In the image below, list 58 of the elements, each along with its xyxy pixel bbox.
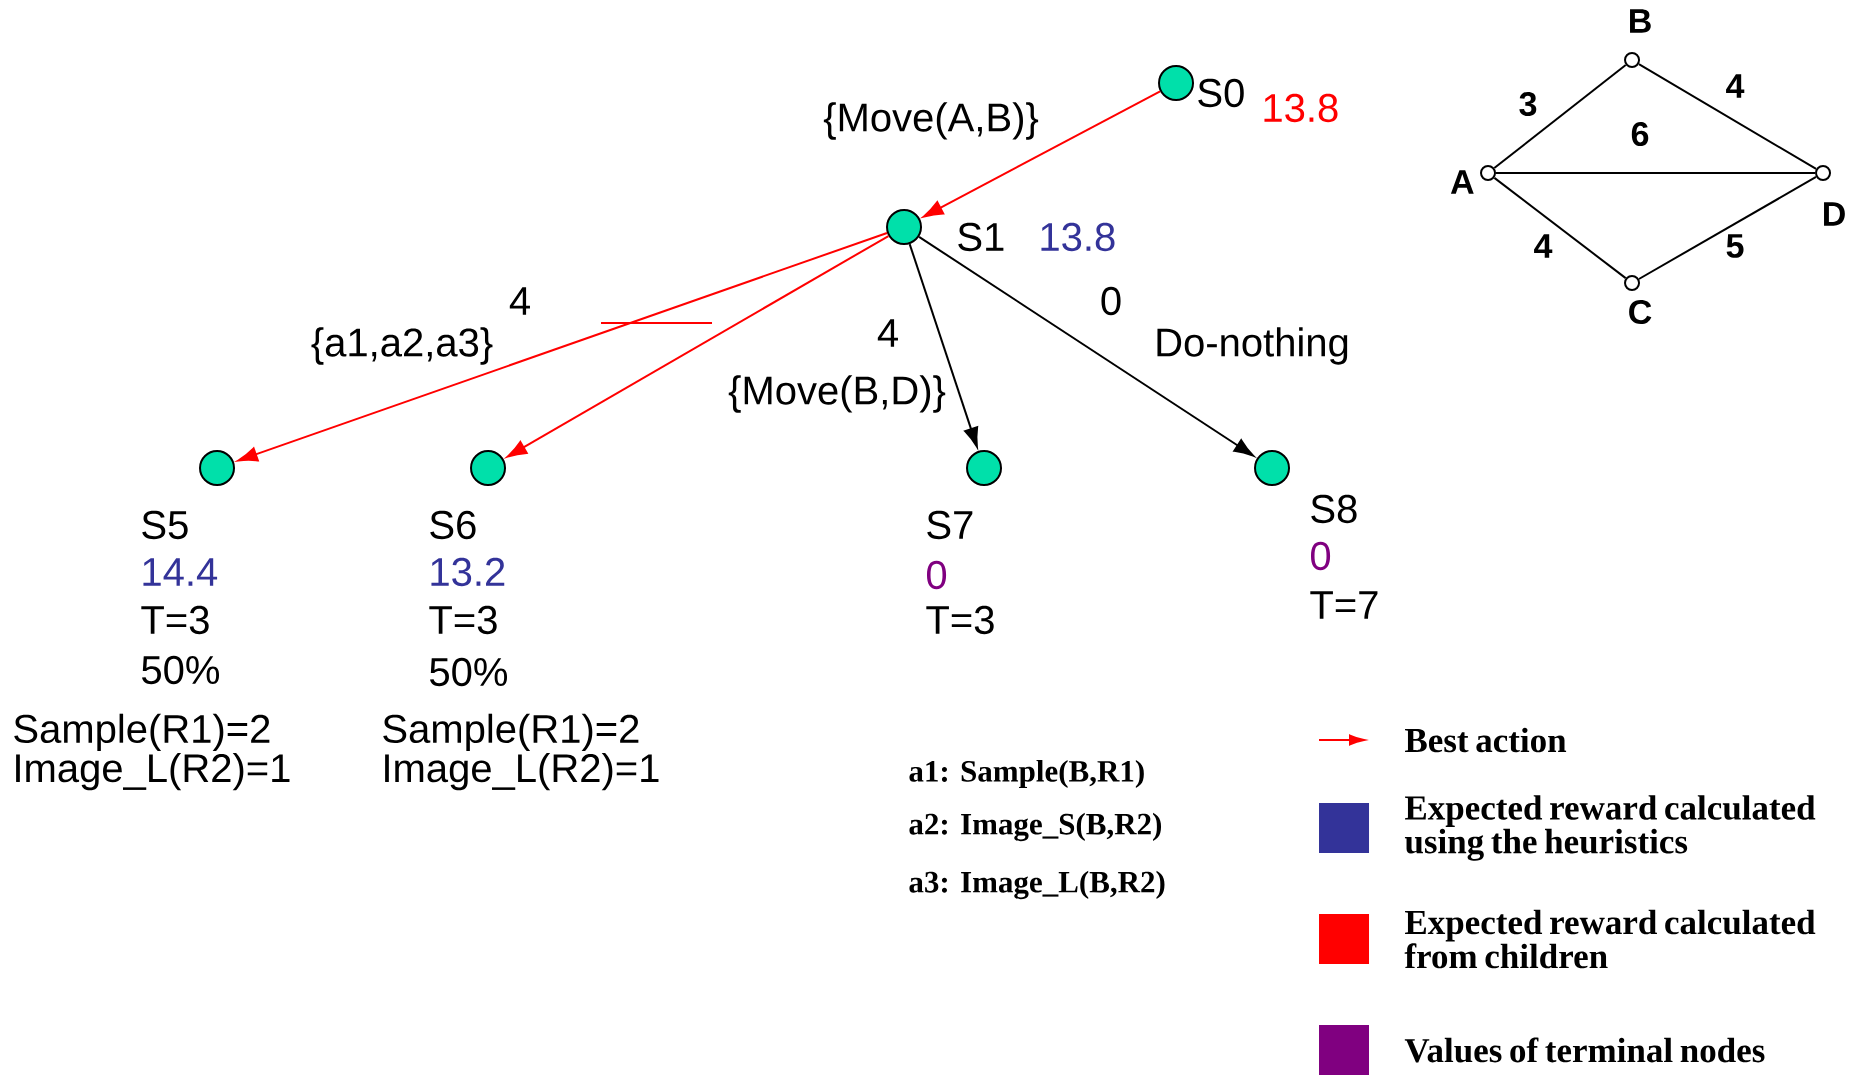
state-label: S8 <box>1311 494 1357 524</box>
legend-label: Best action <box>1405 727 1567 753</box>
legend-label: Values of terminal nodes <box>1404 1037 1765 1063</box>
time-label: T=3 <box>429 605 497 635</box>
edge-label: Do-nothing <box>1157 327 1348 365</box>
resource-label: Sample(R1)=2 Image_L(R2)=1 <box>383 713 659 791</box>
state-label: S6 <box>430 510 476 540</box>
cost-label: 0 <box>1101 286 1121 316</box>
arrow <box>506 235 890 458</box>
arrow <box>918 235 1255 457</box>
resource-label: Sample(R1)=2 Image_L(R2)=1 <box>14 713 290 791</box>
arrow <box>908 243 979 448</box>
edge-label: {Move(B,D)} <box>728 375 946 413</box>
state-circle <box>966 450 1002 486</box>
vertex-label: D <box>1824 202 1845 226</box>
probability-label: 50% <box>430 657 507 687</box>
cost-label: 4 <box>509 287 530 315</box>
time-label: T=7 <box>1310 591 1378 619</box>
vertex-circle <box>1480 165 1496 181</box>
state-circle <box>199 450 235 486</box>
probability-label: 50% <box>142 655 219 685</box>
legend-label: Expected reward calculated using the heuristics <box>1404 795 1816 861</box>
edge-label: {Move(A,B)} <box>823 102 1039 140</box>
vertex-label: A <box>1450 170 1474 194</box>
state-circle <box>886 209 922 245</box>
arrow <box>923 90 1162 218</box>
state-circle <box>470 450 506 486</box>
state-label: S7 <box>927 510 973 540</box>
time-label: T=3 <box>141 605 209 635</box>
vertex-label: B <box>1630 9 1651 33</box>
vertex-circle <box>1624 52 1640 68</box>
state-label: S5 <box>142 510 188 540</box>
vertex-circle <box>1815 165 1831 181</box>
action-definition: a3: Image_L(B,R2) <box>909 870 1165 900</box>
arrow <box>237 231 889 462</box>
state-circle <box>1254 450 1290 486</box>
cost-label: 4 <box>877 319 898 347</box>
action-definition: a1: Sample(B,R1) <box>909 759 1144 789</box>
value-label: 0 <box>1311 541 1331 571</box>
vertex-label: C <box>1629 299 1652 325</box>
edge-label: {a1,a2,a3} <box>311 327 493 365</box>
action-definition: a2: Image_S(B,R2) <box>909 812 1162 842</box>
state-label: S1 <box>958 222 1004 252</box>
time-label: T=3 <box>926 605 994 635</box>
value-label: 13.8 <box>1264 93 1338 123</box>
value-label: 13.8 <box>1041 222 1115 252</box>
edge-label: 4 <box>1534 234 1553 258</box>
legend-label: Expected reward calculated from children <box>1404 909 1816 969</box>
state-label: S0 <box>1198 78 1244 108</box>
edge-label: 4 <box>1726 74 1745 98</box>
edge-label: 3 <box>1519 91 1537 117</box>
value-label: 13.2 <box>431 557 505 587</box>
state-circle <box>1158 65 1194 101</box>
vertex-circle <box>1624 275 1640 291</box>
value-label: 14.4 <box>143 558 218 586</box>
value-label: 0 <box>927 560 947 590</box>
edge-label: 6 <box>1631 121 1649 147</box>
edge-label: 5 <box>1726 234 1744 258</box>
